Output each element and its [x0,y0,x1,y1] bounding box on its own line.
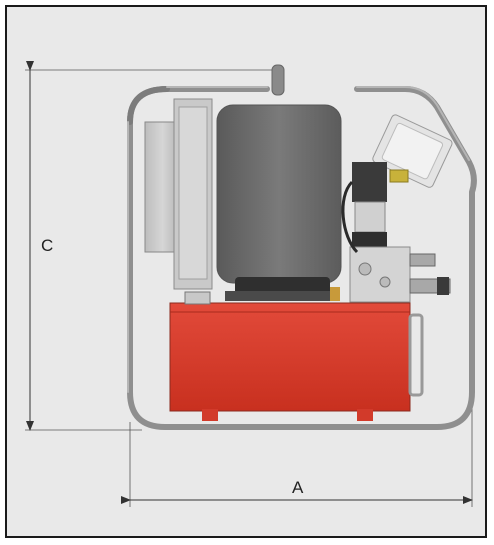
hydraulic-couplers [409,253,451,295]
dimension-c-label: C [41,236,54,255]
pressure-gauge [372,114,453,188]
diagram-frame: C A [5,5,487,538]
lifting-knob [271,64,285,96]
roll-cage [127,86,477,430]
dimension-a-label: A [292,478,304,497]
hydraulic-pump-drawing [25,61,477,507]
motor-housing [216,104,342,301]
oil-cooler [144,98,213,290]
dimension-c [25,61,277,431]
roll-cage-highlight [127,86,470,393]
oil-tank [169,291,424,421]
valve-stack [341,162,411,303]
